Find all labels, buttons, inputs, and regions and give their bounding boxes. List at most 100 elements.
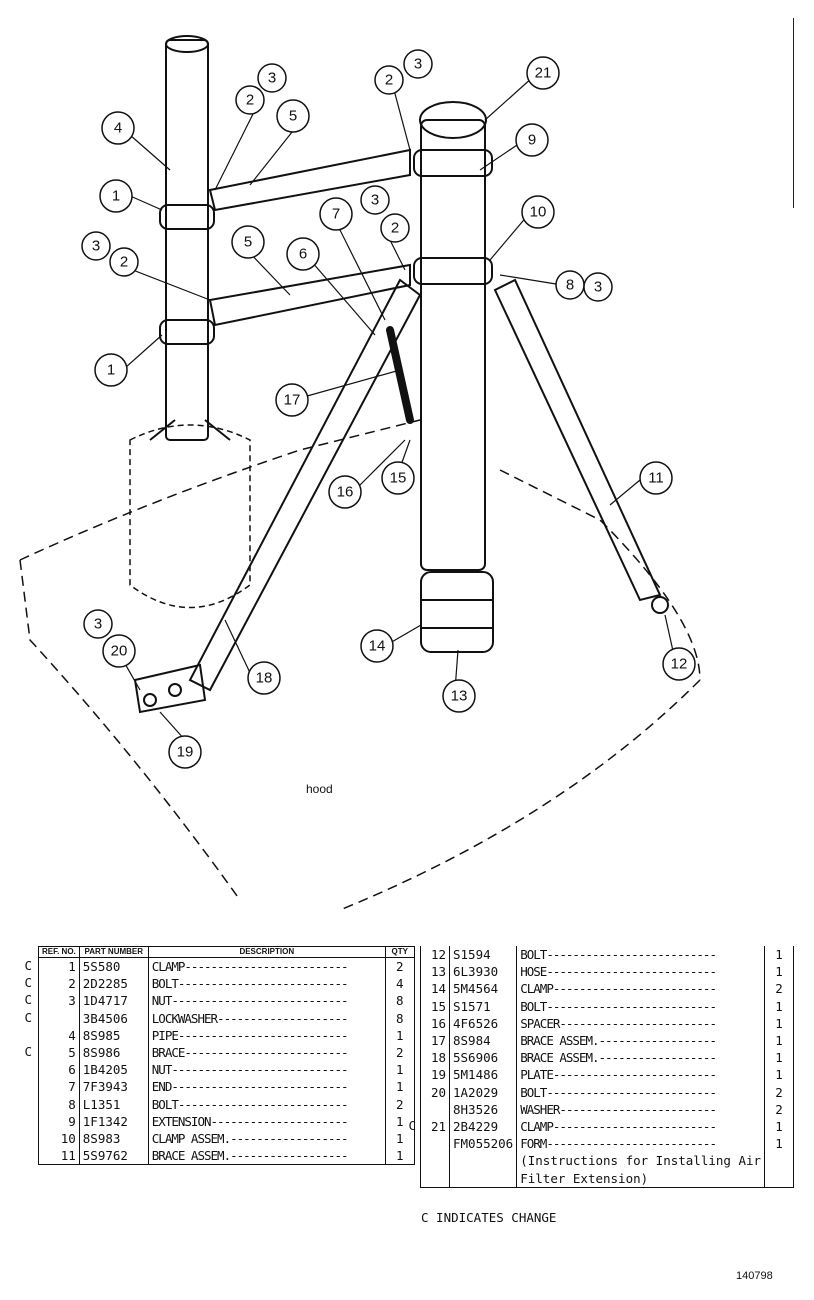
description-cell: BRACE ASSEM.------------------ (516, 1049, 766, 1067)
margin-rule (793, 18, 794, 208)
description-cell: HOSE-------------------------- (516, 963, 766, 981)
callout-7: 7 (332, 206, 340, 223)
part-number-cell: 4F6526 (449, 1014, 518, 1033)
description-cell: PIPE-------------------------- (148, 1026, 386, 1045)
part-number-cell: 2D2285 (79, 975, 149, 993)
part-number-cell: 6L3930 (449, 963, 518, 981)
ref-cell: 15 (420, 997, 450, 1015)
change-marker: C (24, 992, 33, 1008)
part-number-cell: FM055206 (449, 1135, 518, 1153)
description-cell: BRACE ASSEM.------------------ (148, 1147, 386, 1165)
change-marker: C (24, 1009, 33, 1025)
qty-cell: 8 (396, 1010, 404, 1026)
qty-cell: 2 (775, 1084, 783, 1100)
part-number-cell: 2B4229 (449, 1118, 518, 1136)
part-number-cell: 3B4506 (79, 1009, 149, 1027)
callout-17: 17 (284, 392, 301, 409)
callout-3-a: 3 (268, 70, 276, 87)
callout-3-f: 3 (94, 616, 102, 633)
description-cell: Filter Extension) (516, 1169, 766, 1188)
description-cell: LOCKWASHER-------------------- (148, 1009, 386, 1027)
callout-20: 20 (111, 643, 128, 660)
qty-cell: 1 (396, 1027, 404, 1043)
part-number-cell: S1594 (449, 946, 518, 964)
part-number-cell: 5M4564 (449, 980, 518, 998)
ref-cell: 19 (420, 1066, 450, 1084)
description-cell: WASHER------------------------ (516, 1100, 766, 1119)
ref-cell: 7 (38, 1078, 80, 1096)
description-cell: CLAMP------------------------- (148, 957, 386, 976)
part-number-cell: 8S986 (79, 1044, 149, 1062)
callout-8: 8 (566, 277, 574, 294)
part-number-cell: 5S9762 (79, 1147, 149, 1165)
qty-cell: 1 (775, 1015, 783, 1031)
callout-3-c: 3 (371, 192, 379, 209)
qty-cell: 1 (775, 1119, 783, 1135)
callout-2-d: 2 (385, 72, 393, 89)
callout-2-c: 2 (391, 220, 399, 237)
callout-5-lower: 5 (244, 234, 252, 251)
header-part-number: PART NUMBER (79, 946, 149, 958)
description-cell: BRACE ASSEM.------------------ (516, 1032, 766, 1050)
qty-cell: 1 (775, 1067, 783, 1083)
callout-21: 21 (535, 65, 552, 82)
qty-cell: 1 (396, 1131, 404, 1147)
qty-cell: 1 (775, 998, 783, 1014)
figure-number: 140798 (736, 1270, 773, 1282)
callout-13: 13 (451, 688, 468, 705)
change-marker: C (24, 975, 33, 991)
qty-cell: 4 (396, 976, 404, 992)
callout-19: 19 (177, 744, 194, 761)
description-cell: (Instructions for Installing Air (516, 1152, 766, 1170)
ref-cell: 1 (38, 957, 80, 976)
ref-cell (420, 1100, 450, 1119)
ref-cell: 13 (420, 963, 450, 981)
change-marker: C (24, 1044, 33, 1060)
ref-cell: 18 (420, 1049, 450, 1067)
ref-cell (420, 1135, 450, 1153)
description-cell: CLAMP------------------------- (516, 1118, 766, 1136)
ref-cell: 12 (420, 946, 450, 964)
callout-3-b: 3 (92, 238, 100, 255)
part-number-cell: 8S985 (79, 1026, 149, 1045)
header-qty: QTY (385, 946, 415, 958)
qty-cell: 1 (396, 1148, 404, 1164)
header-description: DESCRIPTION (148, 946, 386, 958)
hood-label: hood (306, 782, 333, 796)
qty-cell (765, 1170, 794, 1188)
qty-cell: 2 (775, 1101, 783, 1117)
ref-cell: 10 (38, 1130, 80, 1148)
callout-1-upper: 1 (112, 188, 120, 205)
ref-cell (38, 1009, 80, 1027)
callout-3-d: 3 (414, 56, 422, 73)
ref-cell: 20 (420, 1083, 450, 1101)
callout-11: 11 (648, 470, 664, 487)
ref-cell: 6 (38, 1061, 80, 1079)
description-cell: PLATE------------------------- (516, 1066, 766, 1084)
exploded-parts-drawing: 4 1 1 2 3 5 5 3 2 6 7 3 2 2 3 21 9 10 8 … (19, 35, 701, 911)
ref-cell: 4 (38, 1026, 80, 1045)
qty-cell (765, 1152, 794, 1169)
qty-cell: 2 (396, 1045, 404, 1061)
part-number-cell: L1351 (79, 1095, 149, 1113)
callout-2-a: 2 (246, 92, 254, 109)
qty-cell: 2 (396, 1096, 404, 1112)
callout-4: 4 (114, 120, 122, 137)
description-cell: NUT--------------------------- (148, 992, 386, 1010)
change-marker: C (408, 1118, 417, 1134)
